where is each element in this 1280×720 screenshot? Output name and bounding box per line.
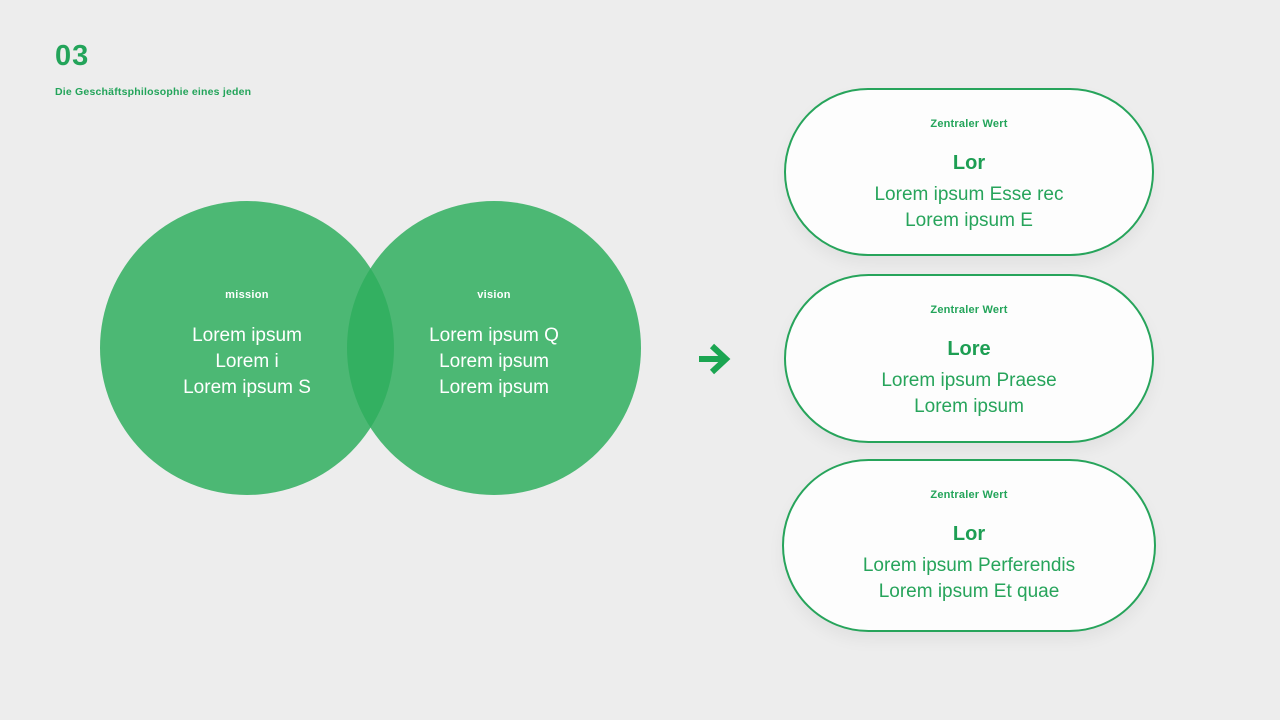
card-title: Lor	[952, 152, 986, 174]
venn-circle-vision: vision Lorem ipsum Q Lorem ipsum Lorem i…	[347, 201, 641, 495]
vision-label: vision	[477, 289, 511, 301]
vision-text-line: Lorem ipsum	[439, 351, 549, 372]
card-body-line: Lorem ipsum Praese	[881, 370, 1057, 391]
card-body-line: Lorem ipsum Esse rec	[874, 184, 1064, 205]
vision-text-line: Lorem ipsum Q	[429, 325, 559, 346]
card-body: Lorem ipsum Praese Lorem ipsum	[786, 368, 1152, 420]
card-body: Lorem ipsum Perferendis Lorem ipsum Et q…	[784, 553, 1154, 605]
vision-text: Lorem ipsum Q Lorem ipsum Lorem ipsum	[347, 323, 641, 401]
card-body-line: Lorem ipsum	[914, 396, 1024, 417]
value-card-1: Zentraler Wert Lor Lorem ipsum Esse rec …	[784, 88, 1154, 256]
card-tag: Zentraler Wert	[930, 304, 1008, 316]
mission-text-line: Lorem ipsum S	[183, 377, 311, 398]
value-card-2: Zentraler Wert Lore Lorem ipsum Praese L…	[784, 274, 1154, 443]
card-body: Lorem ipsum Esse rec Lorem ipsum E	[786, 182, 1152, 234]
section-number: 03	[55, 40, 90, 72]
mission-text: Lorem ipsum Lorem i Lorem ipsum S	[100, 323, 394, 401]
section-subtitle: Die Geschäftsphilosophie eines jeden	[55, 86, 252, 98]
arrow-right-icon	[699, 343, 731, 375]
mission-label: mission	[225, 289, 269, 301]
card-body-line: Lorem ipsum Perferendis	[862, 555, 1076, 576]
card-body-line: Lorem ipsum Et quae	[878, 581, 1060, 602]
card-tag: Zentraler Wert	[930, 118, 1008, 130]
mission-text-line: Lorem i	[215, 351, 279, 372]
card-title: Lore	[947, 338, 991, 360]
value-card-3: Zentraler Wert Lor Lorem ipsum Perferend…	[782, 459, 1156, 632]
card-title: Lor	[952, 523, 986, 545]
vision-text-line: Lorem ipsum	[439, 377, 549, 398]
mission-text-line: Lorem ipsum	[192, 325, 302, 346]
venn-circle-mission: mission Lorem ipsum Lorem i Lorem ipsum …	[100, 201, 394, 495]
card-body-line: Lorem ipsum E	[905, 210, 1033, 231]
card-tag: Zentraler Wert	[930, 489, 1008, 501]
